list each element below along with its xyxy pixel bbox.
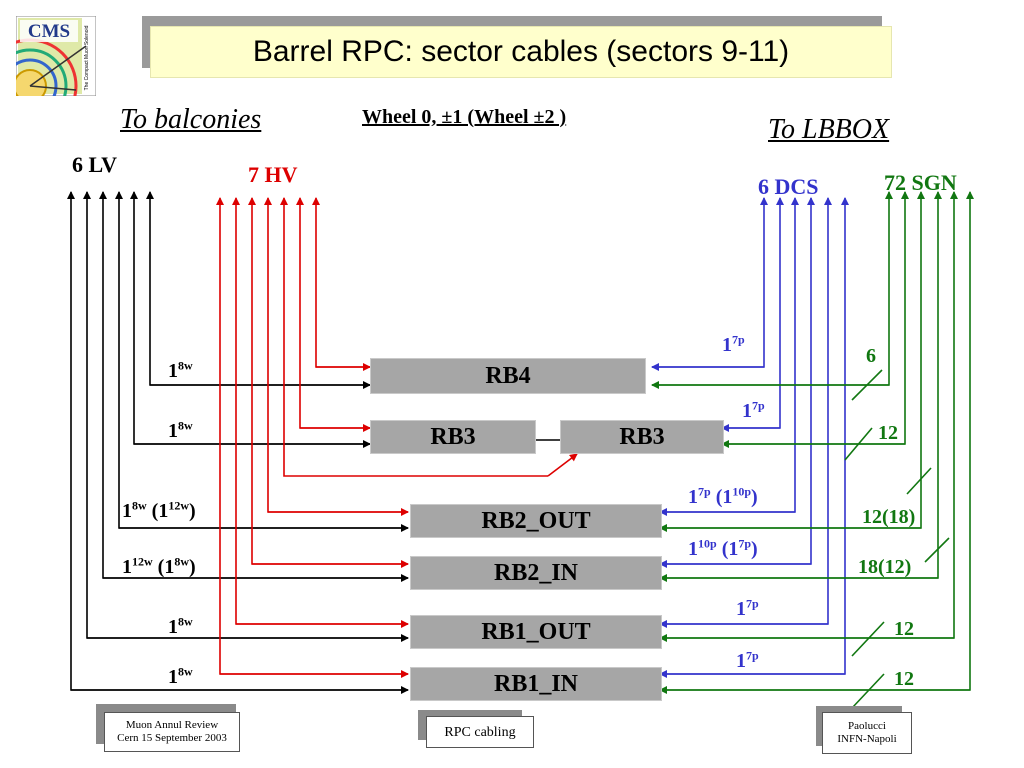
to-balconies-header: To balconies: [120, 104, 262, 135]
sgn-cable-rb2-out: [660, 191, 925, 529]
chamber-rb4: RB4: [370, 358, 646, 394]
dcs-label-rb3: 17p: [742, 398, 765, 422]
hv-cable-rb1-out: [232, 197, 408, 625]
hv-cables: [216, 197, 578, 678]
dcs-group-label: 6 DCS: [758, 174, 819, 199]
lv-label-rb3: 18w: [168, 418, 193, 442]
dcs-label-rb2-out: 17p (110p): [688, 484, 758, 508]
footer-right: Paolucci INFN-Napoli: [822, 712, 912, 754]
sgn-label-rb2-in: 18(12): [858, 556, 912, 578]
lv-cable-rb2-out: [115, 191, 408, 529]
sgn-slash-rb2-in: [924, 537, 950, 563]
dcs-cable-rb4: [652, 197, 768, 368]
hv-group-label: 7 HV: [248, 162, 298, 187]
lv-cable-rb4: [146, 191, 370, 386]
sgn-slash-rb1-out: [851, 621, 885, 657]
lv-label-rb2-in: 112w (18w): [122, 554, 196, 578]
dcs-cable-rb3: [722, 197, 784, 429]
sgn-slash-rb3: [844, 427, 873, 461]
sgn-label-rb4: 6: [866, 345, 876, 367]
chamber-rb1-in: RB1_IN: [410, 667, 662, 701]
dcs-label-rb1-in: 17p: [736, 648, 759, 672]
to-lbbox-header: To LBBOX: [768, 114, 890, 145]
wheel-header: Wheel 0, ±1 (Wheel ±2 ): [362, 106, 567, 128]
hv-cable-rb3-b: [280, 197, 548, 477]
lv-group-label: 6 LV: [72, 152, 118, 177]
sgn-label-rb1-out: 12: [894, 618, 914, 640]
page-title: Barrel RPC: sector cables (sectors 9-11): [150, 26, 892, 78]
dcs-cable-rb2-in: [660, 197, 815, 565]
footer-center: RPC cabling: [426, 716, 534, 748]
footer-right-line2: INFN-Napoli: [837, 733, 897, 745]
svg-text:CMS: CMS: [28, 21, 70, 42]
footer-right-line1: Paolucci: [848, 720, 886, 732]
svg-text:The Compact Muon Solenoid: The Compact Muon Solenoid: [84, 25, 90, 90]
dcs-cables: [651, 197, 849, 678]
footer-left-line1: Muon Annul Review: [125, 719, 219, 731]
lv-cable-rb1-in: [67, 191, 408, 691]
dcs-label-rb1-out: 17p: [736, 596, 759, 620]
chamber-rb3-b: RB3: [560, 420, 724, 454]
chamber-rb3-a: RB3: [370, 420, 536, 454]
sgn-cables: [651, 191, 974, 709]
lv-label-rb2-out: 18w (112w): [122, 498, 196, 522]
lv-label-rb1-out: 18w: [168, 614, 193, 638]
sgn-slash-rb2-out: [906, 467, 932, 495]
sgn-cable-rb4: [652, 191, 893, 386]
chamber-rb1-out: RB1_OUT: [410, 615, 662, 649]
footer-left-line2: Cern 15 September 2003: [117, 732, 227, 744]
lv-label-rb1-in: 18w: [168, 664, 193, 688]
chamber-rb2-out: RB2_OUT: [410, 504, 662, 538]
dcs-label-rb2-in: 110p (17p): [688, 536, 758, 560]
sgn-label-rb2-out: 12(18): [862, 506, 916, 528]
footer-left: Muon Annul Review Cern 15 September 2003: [104, 712, 240, 752]
lv-cables: [67, 191, 560, 694]
hv-cable-rb4: [312, 197, 370, 368]
hv-cable-rb3-a: [296, 197, 370, 429]
sgn-slash-rb1-in: [851, 673, 885, 709]
chamber-rb2-in: RB2_IN: [410, 556, 662, 590]
dcs-label-rb4: 17p: [722, 332, 745, 356]
sgn-slash-rb4: [851, 369, 883, 401]
sgn-label-rb1-in: 12: [894, 668, 914, 690]
sgn-label-rb3: 12: [878, 422, 898, 444]
lv-label-rb4: 18w: [168, 358, 193, 382]
sgn-group-label: 72 SGN: [884, 170, 957, 195]
hv-cable-rb2-out: [264, 197, 408, 513]
